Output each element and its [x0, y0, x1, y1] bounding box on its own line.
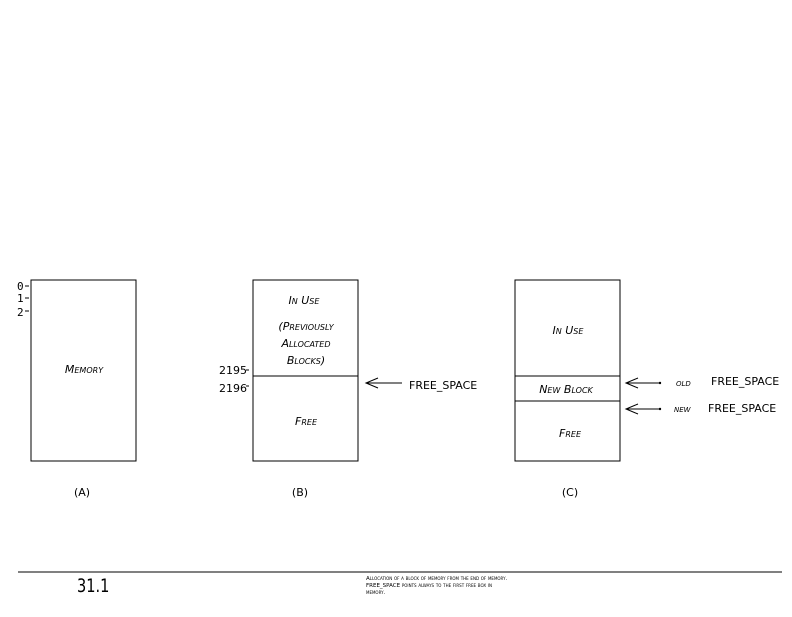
panel-a: Memory (A)	[30, 279, 137, 499]
new-block-label: New Block	[539, 383, 593, 396]
address-1: 1	[17, 292, 24, 305]
new-free-space-label: FREE_SPACE	[708, 402, 776, 415]
caption-line-1: Allocation of a block of memory from the…	[366, 576, 508, 582]
new-pointer-prefix: new	[674, 404, 692, 415]
blocks-label: Blocks)	[287, 354, 325, 367]
new-free-space-arrow	[624, 403, 662, 415]
panel-a-caption: (A)	[74, 486, 90, 499]
memory-addresses: 0 1 2	[17, 280, 29, 319]
in-use-label: In Use	[289, 294, 321, 307]
memory-block	[30, 279, 137, 462]
address-0: 0	[17, 280, 24, 293]
previously-label: (Previously	[278, 320, 334, 333]
free-label-c: Free	[559, 427, 582, 440]
caption-line-2: FREE_SPACE points always to the first fr…	[366, 583, 492, 589]
old-free-space-label: FREE_SPACE	[711, 375, 779, 388]
in-use-label-c: In Use	[553, 324, 585, 337]
free-label: Free	[295, 415, 318, 428]
old-free-space-arrow	[624, 377, 662, 389]
caption-line-3: memory.	[366, 590, 386, 596]
panel-c: In Use New Block Free old FREE_SPACE new…	[514, 279, 779, 499]
memory-block-b	[252, 279, 359, 462]
free-space-pointer-label: FREE_SPACE	[409, 379, 477, 392]
panel-b: In Use (Previously Allocated Blocks) Fre…	[219, 279, 477, 499]
footer: 31.1 Allocation of a block of memory fro…	[18, 571, 782, 598]
allocated-label: Allocated	[280, 337, 330, 350]
old-pointer-prefix: old	[676, 378, 691, 389]
memory-block-c	[514, 279, 621, 462]
memory-label: Memory	[65, 363, 104, 376]
address-2: 2	[17, 306, 24, 319]
figure-number: 31.1	[77, 576, 109, 598]
free-space-arrow-b	[364, 377, 402, 389]
address-2196: 2196	[219, 382, 247, 395]
panel-b-caption: (B)	[292, 486, 308, 499]
address-2195: 2195	[219, 364, 247, 377]
panel-c-caption: (C)	[562, 486, 578, 499]
